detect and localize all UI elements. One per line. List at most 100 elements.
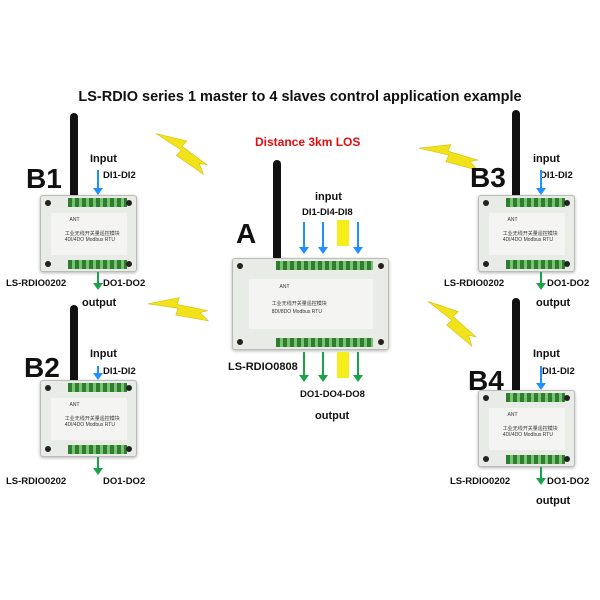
antenna <box>70 305 78 386</box>
wireless-signal-lightning-icon <box>147 297 210 322</box>
mount-screw <box>483 200 489 206</box>
module-model-text: 4DI/4DO Modbus RTU <box>64 237 115 244</box>
more-channels-indicator <box>337 220 349 246</box>
do-range-label: DO1-DO2 <box>547 476 590 487</box>
mount-screw <box>45 446 51 452</box>
mount-screw <box>564 200 570 206</box>
terminal-block-bottom <box>505 260 565 269</box>
mount-screw <box>237 339 243 345</box>
ant-label: ANT <box>507 412 518 418</box>
terminal-block-bottom <box>67 260 127 269</box>
module-model-text: 8DI/8DO Modbus RTU <box>271 308 322 315</box>
do-range-label: DO1-DO2 <box>103 476 146 487</box>
wireless-signal-lightning-icon <box>155 133 208 175</box>
input-arrow <box>93 366 103 380</box>
output-arrow <box>353 352 363 382</box>
input-arrow <box>318 222 328 254</box>
terminal-block-bottom <box>67 445 127 454</box>
module-model-text: 4DI/4DO Modbus RTU <box>64 422 115 429</box>
input-arrow <box>353 222 363 254</box>
module-chinese-name: 工业无线开关量遥控模块 <box>64 230 120 237</box>
model-label: LS-RDIO0202 <box>444 278 505 289</box>
input-label: Input <box>90 348 117 360</box>
module-face <box>50 212 127 255</box>
input-arrow <box>93 170 103 195</box>
module-chinese-name: 工业无线开关量遥控模块 <box>271 300 327 307</box>
antenna <box>273 160 281 264</box>
terminal-block-bottom <box>505 455 565 464</box>
input-arrow <box>536 366 546 390</box>
antenna <box>70 113 78 201</box>
input-arrow <box>299 222 309 254</box>
mount-screw <box>126 200 132 206</box>
mount-screw <box>126 385 132 391</box>
mount-screw <box>483 261 489 267</box>
device-label-b2: B2 <box>24 352 60 383</box>
output-label: output <box>315 410 350 422</box>
device-label-a: A <box>236 218 257 249</box>
model-label: LS-RDIO0202 <box>6 278 67 289</box>
antenna <box>512 298 520 396</box>
mount-screw <box>483 395 489 401</box>
mount-screw <box>45 385 51 391</box>
do-range-label: DO1-DO4-DO8 <box>300 389 365 400</box>
terminal-block-top <box>276 261 373 270</box>
mount-screw <box>378 339 384 345</box>
di-range-label: DI1-DI2 <box>103 366 136 377</box>
ant-label: ANT <box>507 217 518 223</box>
di-range-label: DI1-DI4-DI8 <box>302 207 353 218</box>
wireless-signal-lightning-icon <box>427 301 477 348</box>
output-arrow <box>536 467 546 485</box>
output-label: output <box>536 495 571 507</box>
module-chinese-name: 工业无线开关量遥控模块 <box>502 230 558 237</box>
diagram-title: LS-RDIO series 1 master to 4 slaves cont… <box>78 89 522 105</box>
ant-label: ANT <box>279 284 290 291</box>
output-label: output <box>82 297 117 309</box>
mount-screw <box>126 446 132 452</box>
model-label: LS-RDIO0202 <box>6 476 67 487</box>
mount-screw <box>564 456 570 462</box>
model-label: LS-RDIO0202 <box>450 476 511 487</box>
input-label: Input <box>90 153 117 165</box>
mount-screw <box>564 395 570 401</box>
input-label: Input <box>533 348 560 360</box>
module-face <box>488 407 565 450</box>
terminal-block-top <box>505 393 565 402</box>
di-range-label: DI1-DI2 <box>103 170 136 181</box>
wireless-signal-lightning-icon <box>418 144 479 171</box>
di-range-label: DI1-DI2 <box>542 366 575 377</box>
output-label: output <box>536 297 571 309</box>
do-range-label: DO1-DO2 <box>103 278 146 289</box>
module-face <box>488 212 565 255</box>
input-arrow <box>536 170 546 195</box>
output-arrow <box>536 272 546 290</box>
model-label: LS-RDIO0808 <box>228 361 298 373</box>
module-model-text: 4DI/4DO Modbus RTU <box>502 432 553 439</box>
output-arrow <box>318 352 328 382</box>
device-label-b4: B4 <box>468 365 504 396</box>
output-arrow <box>299 352 309 382</box>
input-label: input <box>533 153 560 165</box>
module-face <box>50 397 127 440</box>
module-model-text: 4DI/4DO Modbus RTU <box>502 237 553 244</box>
terminal-block-top <box>67 198 127 207</box>
mount-screw <box>45 200 51 206</box>
device-label-b1: B1 <box>26 163 62 194</box>
mount-screw <box>126 261 132 267</box>
mount-screw <box>45 261 51 267</box>
ant-label: ANT <box>69 217 80 223</box>
mount-screw <box>378 263 384 269</box>
mount-screw <box>564 261 570 267</box>
terminal-block-top <box>505 198 565 207</box>
input-label: input <box>315 191 342 203</box>
mount-screw <box>237 263 243 269</box>
output-arrow <box>93 457 103 475</box>
more-channels-indicator <box>337 352 349 378</box>
terminal-block-top <box>67 383 127 392</box>
terminal-block-bottom <box>276 338 373 347</box>
